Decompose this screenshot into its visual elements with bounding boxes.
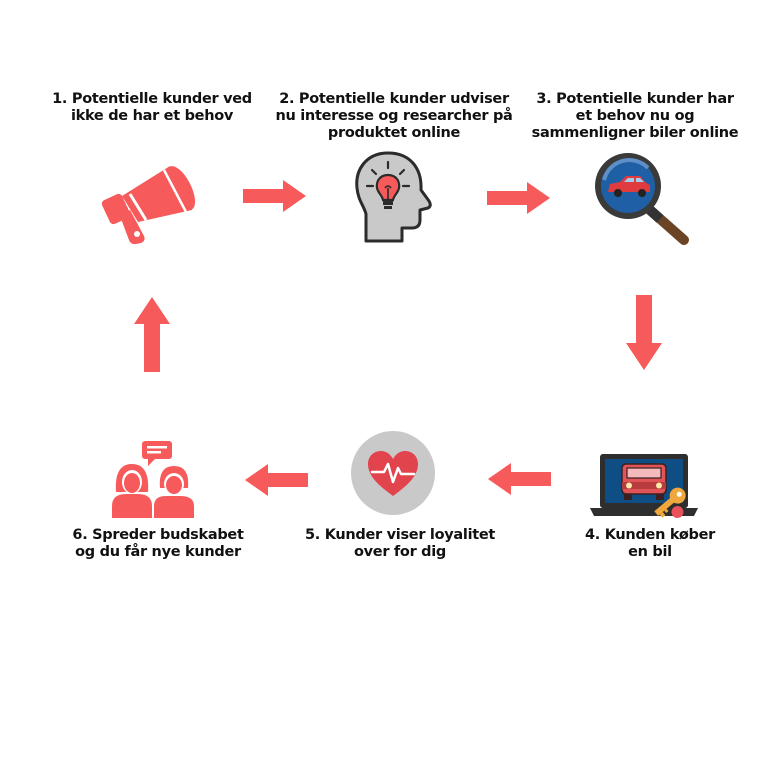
arrow-up [134,297,170,372]
arrow-left-2 [245,464,308,496]
arrow-right-1 [243,180,306,212]
step-4-label: 4. Kunden køber en bil [584,527,715,560]
step-6-label: 6. Spreder budskabet og du får nye kunde… [72,527,244,560]
magnifier-car-icon [595,153,689,245]
step-2-label: 2. Potentielle kunder udviser nu interes… [275,91,513,141]
step-1-label: 1. Potentielle kunder ved ikke de har et… [52,91,252,124]
step-3-label: 3. Potentielle kunder har et behov nu og… [531,91,739,141]
step-5-label: 5. Kunder viser loyalitet over for dig [304,527,496,560]
laptop-car-key-icon [590,454,698,518]
arrow-down [626,295,662,370]
head-lightbulb-icon [355,151,432,243]
people-chat-icon [112,441,194,518]
heart-pulse-icon [351,431,435,515]
arrow-left-1 [488,463,551,495]
megaphone-icon [101,166,196,245]
arrow-right-2 [487,182,550,214]
